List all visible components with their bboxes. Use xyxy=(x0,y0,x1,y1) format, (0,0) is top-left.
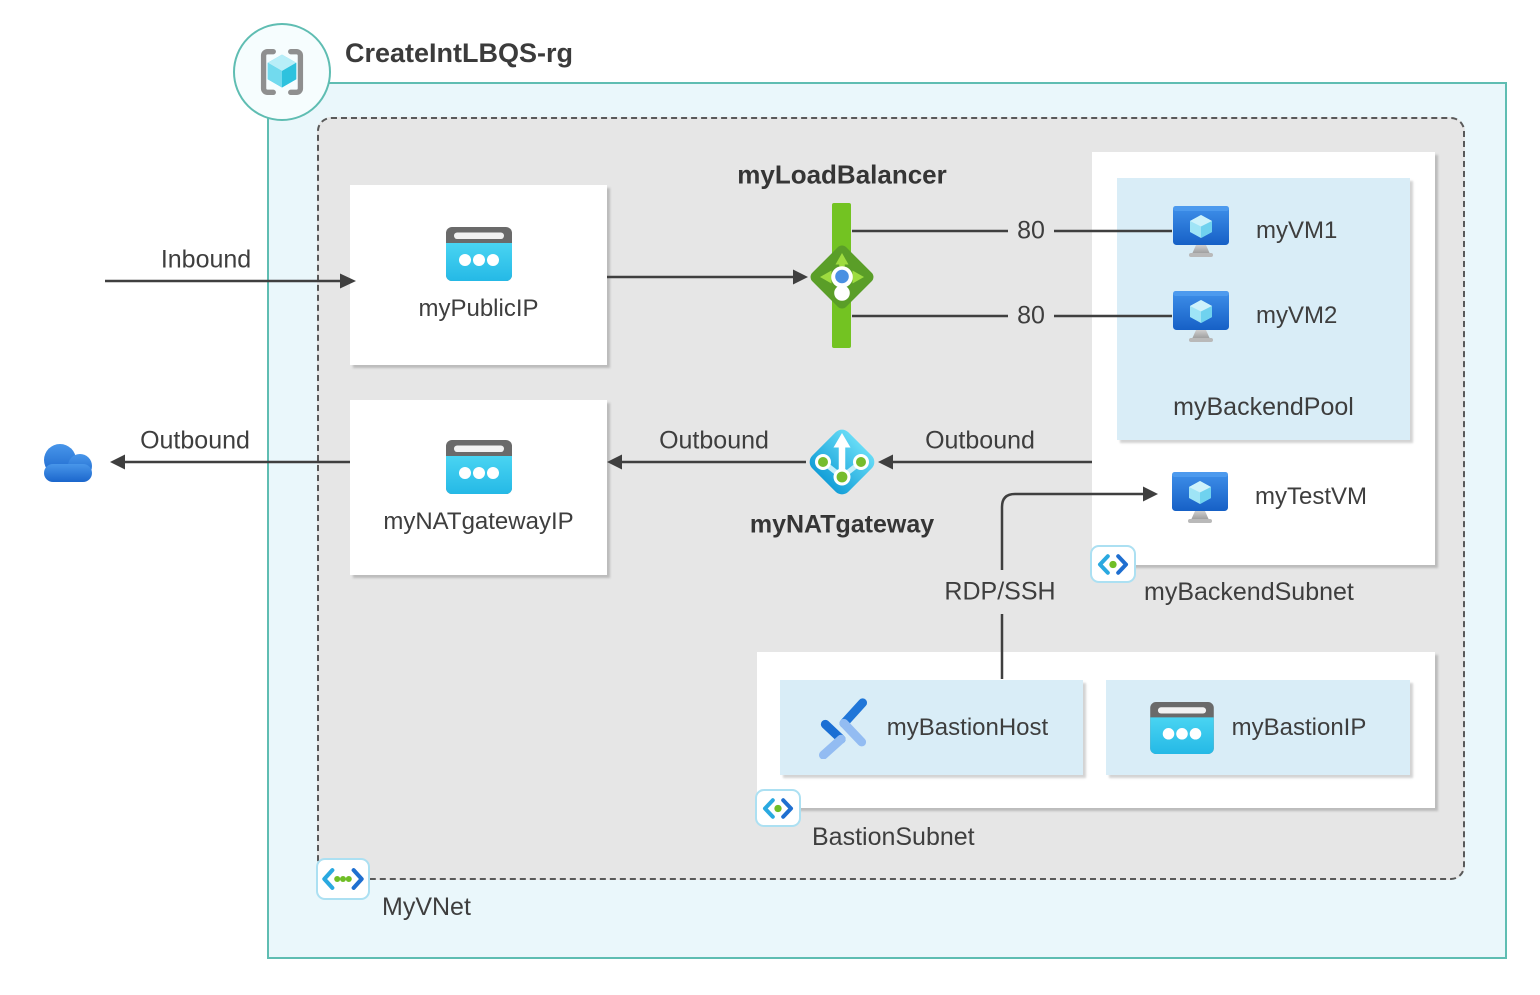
outbound-label-right: Outbound xyxy=(925,426,1035,455)
bastion-ip-label: myBastionIP xyxy=(1231,713,1367,741)
virtual-machine-icon xyxy=(1171,471,1229,523)
bastion-host-label: myBastionHost xyxy=(886,713,1049,741)
backend-pool-box xyxy=(1117,178,1410,440)
virtual-machine-icon xyxy=(1172,205,1230,257)
inbound-label: Inbound xyxy=(160,245,252,274)
outbound-label-middle: Outbound xyxy=(659,426,769,455)
rdp-ssh-label: RDP/SSH xyxy=(944,577,1056,606)
resource-group-title: CreateIntLBQS-rg xyxy=(345,38,574,68)
nat-gateway-title: myNATgateway xyxy=(749,510,935,539)
virtual-network-icon xyxy=(316,858,370,900)
public-ip-label: myPublicIP xyxy=(418,295,539,322)
backend-pool-label: myBackendPool xyxy=(1173,393,1354,421)
bastion-ip-node: myBastionIP xyxy=(1106,680,1410,775)
nat-gateway-ip-label: myNATgatewayIP xyxy=(383,507,574,535)
subnet-icon xyxy=(1090,545,1136,583)
bastion-host-node: myBastionHost xyxy=(780,680,1083,775)
virtual-machine-icon xyxy=(1172,290,1230,342)
vm1-label: myVM1 xyxy=(1256,217,1338,244)
bastion-icon xyxy=(815,697,871,759)
cloud-icon xyxy=(33,436,103,486)
ip-to-cloud-arrowhead xyxy=(110,454,125,470)
public-ip-node: myPublicIP xyxy=(350,185,607,365)
load-balancer-icon xyxy=(794,229,890,325)
nat-gateway-icon xyxy=(794,414,890,510)
nat-gateway-ip-node: myNATgatewayIP xyxy=(350,400,607,575)
vm2-node: myVM2 xyxy=(1172,290,1337,342)
vnet-label: MyVNet xyxy=(382,893,471,921)
backend-subnet-label: myBackendSubnet xyxy=(1144,578,1354,606)
port-80-label-bottom: 80 xyxy=(1017,301,1045,330)
vm2-label: myVM2 xyxy=(1256,302,1338,329)
bastion-subnet-label: BastionSubnet xyxy=(812,823,975,851)
test-vm-label: myTestVM xyxy=(1255,483,1368,510)
test-vm-node: myTestVM xyxy=(1171,471,1367,523)
subnet-icon xyxy=(755,789,801,827)
port-80-label-top: 80 xyxy=(1017,216,1045,245)
load-balancer-title: myLoadBalancer xyxy=(737,159,947,190)
public-ip-icon xyxy=(1150,702,1214,754)
public-ip-icon xyxy=(446,227,512,281)
vm1-node: myVM1 xyxy=(1172,205,1337,257)
outbound-label-left: Outbound xyxy=(140,426,250,455)
public-ip-icon xyxy=(446,440,512,494)
resource-group-icon xyxy=(233,23,331,121)
